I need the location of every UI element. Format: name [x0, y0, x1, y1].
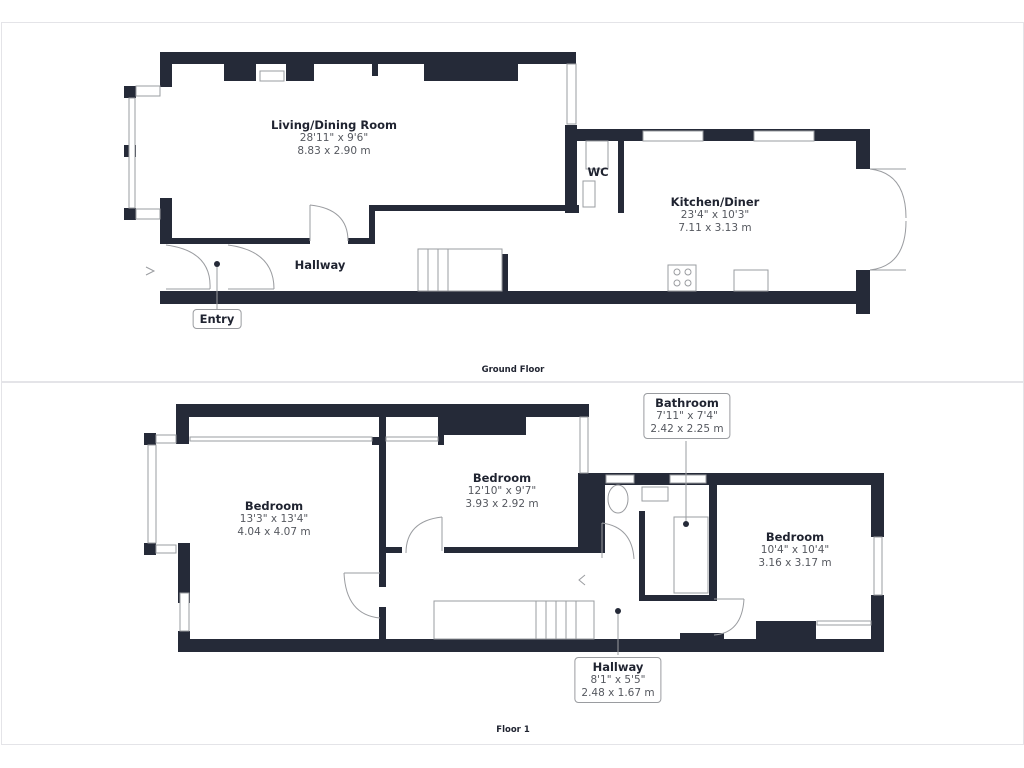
- room-bedroom-1: Bedroom 13'3" x 13'4" 4.04 x 4.07 m: [237, 499, 311, 538]
- ground-floor-plan: [124, 52, 907, 314]
- room-living-dining: Living/Dining Room 28'11" x 9'6" 8.83 x …: [270, 118, 398, 157]
- room-hallway: Hallway: [294, 258, 346, 272]
- room-bedroom-3: Bedroom 10'4" x 10'4" 3.16 x 3.17 m: [758, 530, 832, 569]
- bathroom-tag: Bathroom 7'11" x 7'4" 2.42 x 2.25 m: [643, 393, 731, 439]
- floor-1-panel: Bedroom 13'3" x 13'4" 4.04 x 4.07 m Bedr…: [1, 382, 1024, 745]
- hallway-tag: Hallway 8'1" x 5'5" 2.48 x 1.67 m: [574, 657, 662, 703]
- floor-label: Ground Floor: [481, 365, 545, 375]
- entry-tag: Entry: [192, 309, 242, 329]
- room-kitchen-diner: Kitchen/Diner 23'4" x 10'3" 7.11 x 3.13 …: [670, 195, 760, 234]
- floor-label: Floor 1: [496, 725, 530, 735]
- floor-1-plan: [144, 404, 884, 655]
- ground-floor-panel: Living/Dining Room 28'11" x 9'6" 8.83 x …: [1, 22, 1024, 382]
- room-wc: WC: [587, 165, 609, 179]
- room-bedroom-2: Bedroom 12'10" x 9'7" 3.93 x 2.92 m: [465, 471, 539, 510]
